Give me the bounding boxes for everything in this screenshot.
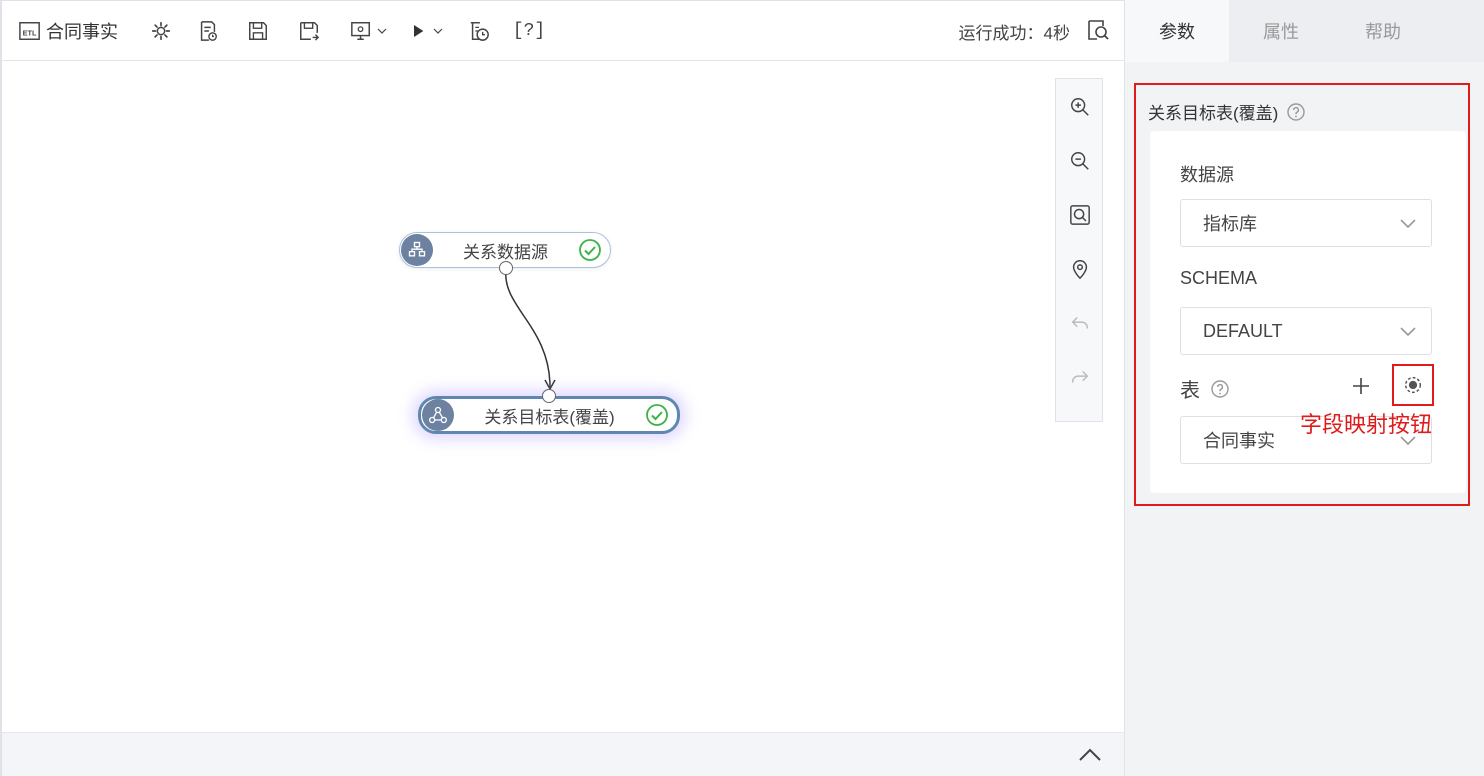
save-button[interactable]: [245, 17, 271, 45]
zoom-in-button[interactable]: [1068, 95, 1092, 119]
location-pin-icon: [1072, 260, 1088, 280]
flow-canvas[interactable]: 关系数据源 关系目标表(覆盖): [2, 62, 1124, 732]
zoom-out-button[interactable]: [1068, 149, 1092, 173]
etl-badge-text: ETL: [23, 29, 37, 38]
run-dropdown-button[interactable]: [407, 17, 447, 45]
tab-params[interactable]: 参数: [1125, 0, 1229, 62]
properties-panel: 参数 属性 帮助 关系目标表(覆盖) 数据源 指标库 SCHEMA DEFAUL…: [1124, 0, 1484, 776]
etl-title-label: 合同事实: [46, 22, 118, 42]
form-card: 数据源 指标库 SCHEMA DEFAULT 表: [1150, 131, 1466, 493]
input-port[interactable]: [542, 389, 556, 403]
success-check-icon: [579, 239, 601, 261]
node-label: 关系数据源: [463, 242, 548, 262]
flow-node-target[interactable]: 关系目标表(覆盖): [418, 396, 680, 434]
section-title: 关系目标表(覆盖): [1148, 99, 1306, 124]
section-title-text: 关系目标表(覆盖): [1148, 104, 1279, 123]
chevron-down-icon: [1400, 327, 1416, 337]
table-select[interactable]: 合同事实: [1180, 416, 1432, 464]
field-mapping-button[interactable]: [1392, 364, 1434, 406]
etl-title[interactable]: ETL 合同事实: [18, 17, 118, 45]
gear-icon: [1404, 376, 1422, 394]
zoom-in-icon: [1071, 98, 1089, 116]
table-label-text: 表: [1180, 380, 1200, 402]
fit-view-button[interactable]: [1068, 203, 1092, 227]
monitor-gear-icon: [351, 22, 370, 40]
schedule-clock-icon: [470, 22, 489, 41]
chevron-up-icon[interactable]: [1076, 743, 1104, 767]
help-icon[interactable]: [1210, 379, 1230, 399]
schedule-button[interactable]: [466, 17, 492, 45]
help-bracket-button[interactable]: [?]: [512, 21, 546, 41]
chevron-down-icon: [433, 28, 443, 34]
panel-tabs: 参数 属性 帮助: [1125, 0, 1484, 62]
chevron-down-icon: [377, 28, 387, 34]
run-status: 运行成功：4秒: [958, 24, 1070, 43]
node-label: 关系目标表(覆盖): [484, 407, 615, 427]
undo-button[interactable]: [1068, 311, 1092, 335]
bottom-bar: [2, 732, 1124, 776]
schema-select[interactable]: DEFAULT: [1180, 307, 1432, 355]
locate-button[interactable]: [1068, 257, 1092, 281]
plus-icon[interactable]: [1350, 375, 1372, 397]
chevron-down-icon: [1400, 219, 1416, 229]
gear-icon: [151, 21, 171, 41]
save-icon: [249, 22, 267, 40]
log-button[interactable]: [195, 17, 221, 45]
schema-value: DEFAULT: [1203, 320, 1283, 341]
save-as-button[interactable]: [296, 17, 322, 45]
chevron-down-icon: [1400, 436, 1416, 446]
preview-search-icon[interactable]: [1086, 18, 1110, 42]
target-node-icon: [422, 399, 454, 431]
table-value: 合同事实: [1203, 431, 1275, 451]
undo-icon: [1071, 316, 1089, 329]
zoom-out-icon: [1071, 152, 1089, 170]
field-mapping-annotation: 字段映射按钮: [1300, 413, 1433, 438]
datasource-select[interactable]: 指标库: [1180, 199, 1432, 247]
schema-label: SCHEMA: [1180, 268, 1258, 288]
tab-properties[interactable]: 属性: [1263, 22, 1299, 42]
etl-icon: ETL: [19, 22, 40, 40]
canvas-tools: [1055, 78, 1103, 422]
datasource-label: 数据源: [1180, 165, 1234, 185]
document-clock-icon: [200, 21, 217, 41]
output-port[interactable]: [499, 261, 513, 275]
play-icon: [414, 25, 424, 37]
config-dropdown-button[interactable]: [347, 17, 391, 45]
settings-button[interactable]: [148, 17, 174, 45]
save-as-icon: [300, 22, 320, 41]
datasource-value: 指标库: [1203, 214, 1257, 234]
redo-icon: [1071, 370, 1089, 383]
highlight-box: 关系目标表(覆盖) 数据源 指标库 SCHEMA DEFAULT 表: [1134, 83, 1470, 506]
success-check-icon: [646, 404, 668, 426]
help-icon[interactable]: [1286, 102, 1306, 122]
editor-main: ETL 合同事实: [0, 0, 1124, 776]
tab-help[interactable]: 帮助: [1365, 22, 1401, 42]
fit-view-icon: [1070, 205, 1090, 225]
table-label: 表: [1180, 374, 1230, 403]
editor-toolbar: ETL 合同事实: [2, 1, 1124, 61]
database-node-icon: [401, 234, 433, 266]
redo-button[interactable]: [1068, 365, 1092, 389]
